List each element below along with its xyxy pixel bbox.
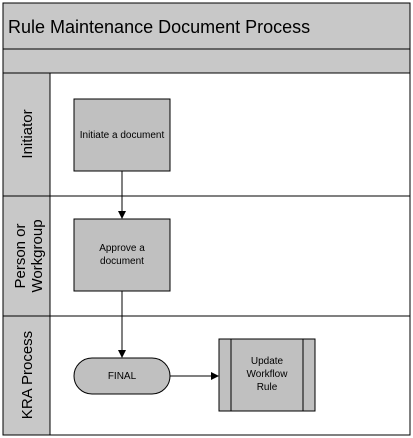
lane-label-column [2, 72, 51, 436]
title-bar [2, 2, 411, 50]
diagram-title: Rule Maintenance Document Process [8, 17, 310, 37]
approve-document-label-line2: document [100, 256, 144, 267]
approve-document-node [73, 218, 171, 292]
update-workflow-rule-label-line1: Update [251, 356, 284, 367]
initiate-document-label: Initiate a document [80, 130, 165, 141]
initiate-document-node [73, 98, 171, 172]
header-spacer-band [2, 48, 411, 74]
update-workflow-rule-node [218, 338, 316, 412]
lane-label-initiator: Initiator [19, 109, 36, 158]
approve-document-label-line1: Approve a [99, 243, 145, 254]
update-workflow-rule-label-line2: Workflow [247, 369, 289, 380]
lane-label-person-or-workgroup: Person or Workgroup [12, 219, 46, 292]
lane-label-person-line2: Workgroup [29, 219, 46, 292]
lane-label-person-line1: Person or [12, 223, 29, 288]
update-workflow-rule-label-line3: Rule [257, 382, 278, 393]
lane-label-kra-process: KRA Process [19, 331, 36, 419]
final-terminator-label: FINAL [108, 371, 137, 382]
